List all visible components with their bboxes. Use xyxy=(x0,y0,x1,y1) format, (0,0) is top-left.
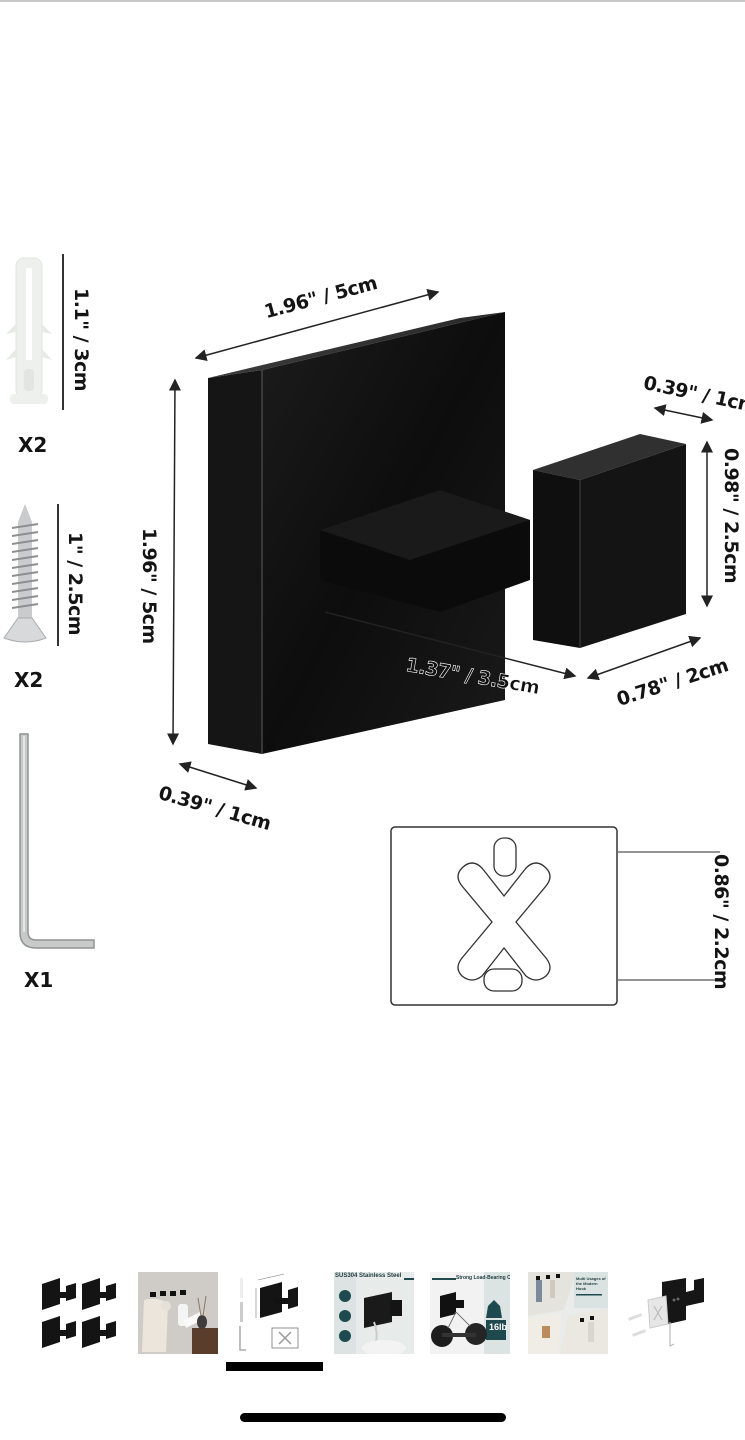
thumbnail-3[interactable] xyxy=(236,1272,316,1354)
home-indicator[interactable] xyxy=(240,1413,506,1422)
anchor-quantity: X2 xyxy=(18,433,48,457)
main-product-image[interactable]: 1.1" / 3cm X2 1" / 2.5cm X2 X1 xyxy=(0,0,745,1240)
anchor-dimension-line xyxy=(62,254,64,410)
hex-key-illustration xyxy=(16,732,98,954)
thumbnail-strip: SUS304 Stainless Steel Strong Load-Beari… xyxy=(0,1272,745,1356)
hook-illustration xyxy=(167,288,714,791)
top-divider xyxy=(0,0,745,2)
mounting-plate-dimension-label: 0.86" / 2.2cm xyxy=(710,854,732,990)
thumbnail-1[interactable] xyxy=(38,1272,118,1354)
tip-height-label: 0.98" / 2.5cm xyxy=(720,448,742,584)
mounting-plate-diagram xyxy=(390,826,730,1008)
thumbnail-2[interactable] xyxy=(138,1272,218,1354)
thumbnail-6[interactable]: Multi Usages of the Modern Hook xyxy=(528,1272,608,1354)
thumbnail-5-badge: 16lb xyxy=(489,1322,508,1332)
thumbnail-6-title: Multi Usages of the Modern Hook xyxy=(576,1276,606,1291)
active-thumbnail-indicator xyxy=(226,1362,323,1371)
thumbnail-5-title: Strong Load-Bearing Capacity xyxy=(456,1275,510,1281)
screw-quantity: X2 xyxy=(14,668,44,692)
screw-illustration xyxy=(2,502,48,648)
thumbnail-4-title: SUS304 Stainless Steel xyxy=(335,1273,402,1279)
thumbnail-7[interactable] xyxy=(624,1272,704,1354)
screw-dimension-line xyxy=(57,504,59,646)
hex-key-quantity: X1 xyxy=(24,968,54,992)
thumbnail-4[interactable]: SUS304 Stainless Steel xyxy=(334,1272,414,1354)
base-height-label: 1.96" / 5cm xyxy=(138,528,160,644)
wall-anchor-illustration xyxy=(6,254,52,410)
thumbnail-5[interactable]: Strong Load-Bearing Capacity 16lb xyxy=(430,1272,510,1354)
